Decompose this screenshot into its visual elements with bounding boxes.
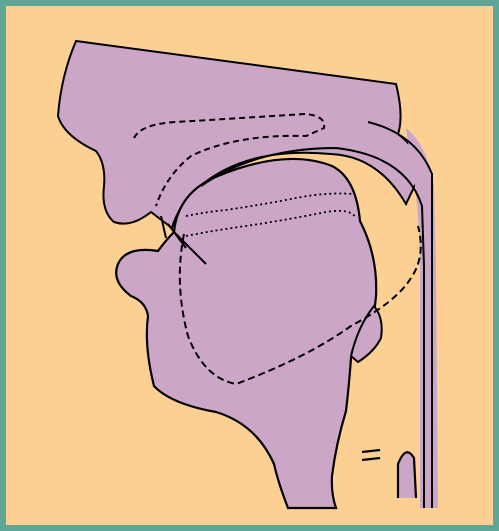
- vocal-tract-diagram: [6, 6, 493, 525]
- trachea-opening: [398, 452, 416, 498]
